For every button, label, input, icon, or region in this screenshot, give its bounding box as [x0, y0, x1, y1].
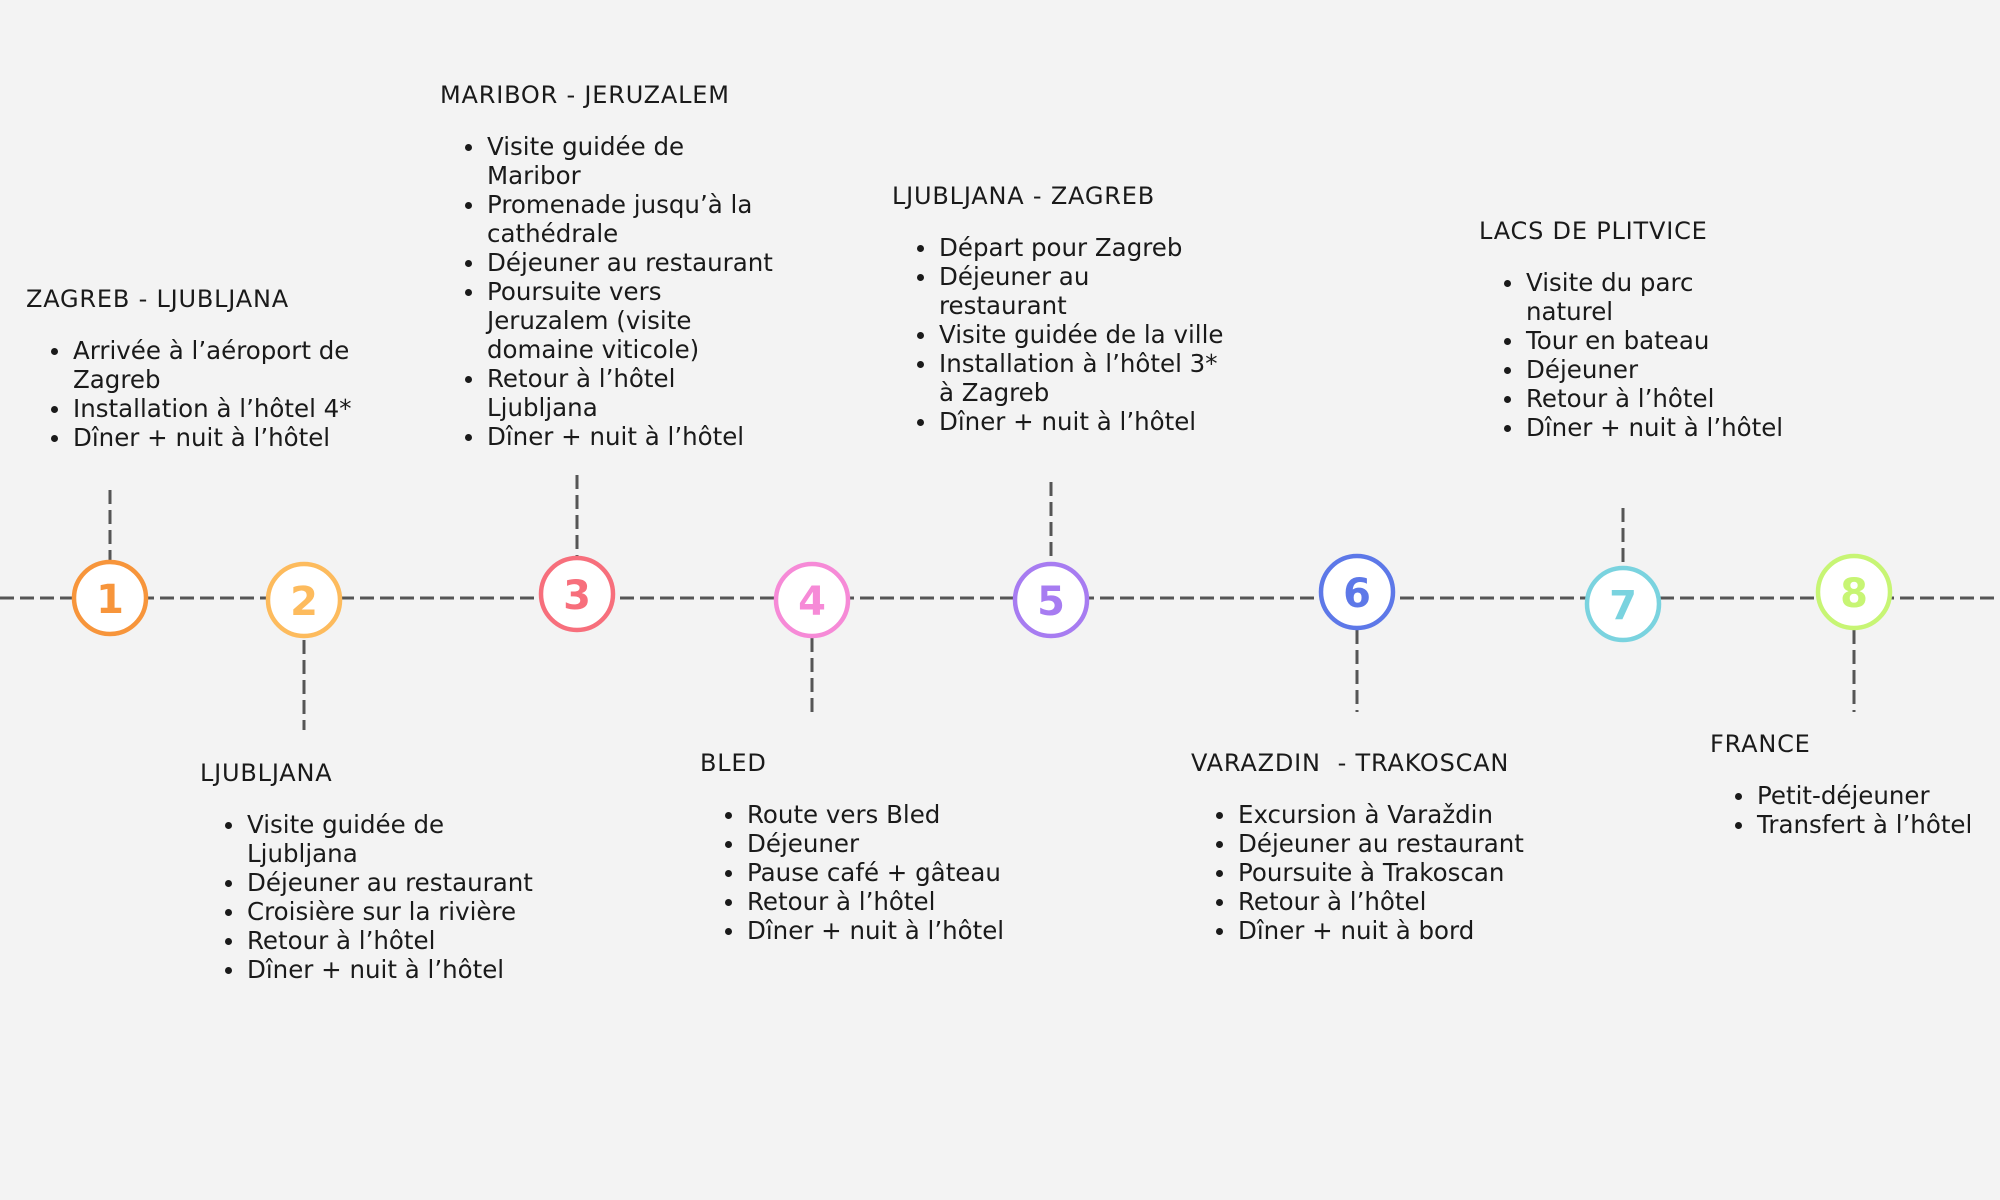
step-4-list: Route vers Bled Déjeuner Pause café + gâ…: [700, 800, 1080, 945]
step-3-number: 3: [563, 573, 591, 619]
list-item: Déjeuner au restaurant: [225, 868, 580, 897]
step-3-block: MARIBOR - JERUZALEM Visite guidée de Mar…: [440, 80, 820, 451]
list-item: Pause café + gâteau: [725, 858, 1080, 887]
step-2-circle: [265, 561, 343, 639]
step-markers: 1 2 3 4 5 6 7 8: [71, 553, 1893, 643]
step-2-marker: 2: [265, 561, 343, 639]
list-item: Dîner + nuit à l’hôtel: [225, 955, 580, 984]
step-1-list: Arrivée à l’aéroport de Zagreb Installat…: [26, 336, 406, 452]
step-7-number: 7: [1609, 583, 1637, 629]
step-4-block: BLED Route vers Bled Déjeuner Pause café…: [700, 748, 1080, 945]
step-3-list: Visite guidée de Maribor Promenade jusqu…: [440, 132, 820, 451]
list-item: Retour à l’hôtel: [225, 926, 580, 955]
step-4-number: 4: [798, 579, 826, 625]
list-item: Retour à l’hôtel: [1216, 887, 1571, 916]
list-item: Dîner + nuit à l’hôtel: [917, 407, 1272, 436]
list-item: Installation à l’hôtel 4*: [51, 394, 406, 423]
list-item: Dîner + nuit à l’hôtel: [51, 423, 406, 452]
step-6-marker: 6: [1318, 553, 1396, 631]
list-item: Dîner + nuit à l’hôtel: [725, 916, 1080, 945]
list-item: Déjeuner au restaurant: [917, 262, 1109, 320]
list-item: Poursuite à Trakoscan: [1216, 858, 1571, 887]
list-item: Visite du parc naturel: [1504, 268, 1696, 326]
step-2-list: Visite guidée de Ljubljana Déjeuner au r…: [200, 810, 580, 984]
step-2-number: 2: [290, 579, 318, 625]
connectors: [108, 475, 1856, 730]
step-4-title: BLED: [700, 749, 767, 777]
step-8-block: FRANCE Petit-déjeuner Transfert à l’hôte…: [1710, 729, 2000, 839]
step-7-block: LACS DE PLITVICE Visite du parc naturel …: [1479, 216, 1859, 442]
list-item: Dîner + nuit à bord: [1216, 916, 1571, 945]
step-2-title: LJUBLJANA: [200, 759, 333, 787]
step-6-number: 6: [1343, 571, 1371, 617]
step-5-title: LJUBLJANA - ZAGREB: [892, 182, 1155, 210]
list-item: Arrivée à l’aéroport de Zagreb: [51, 336, 353, 394]
list-item: Tour en bateau: [1504, 326, 1859, 355]
list-item: Poursuite vers Jeruzalem (visite domaine…: [465, 277, 712, 364]
step-5-block: LJUBLJANA - ZAGREB Départ pour Zagreb Dé…: [892, 181, 1272, 436]
list-item: Promenade jusqu’à la cathédrale: [465, 190, 767, 248]
step-6-block: VARAZDIN - TRAKOSCAN Excursion à Varaždi…: [1191, 748, 1571, 945]
list-item: Déjeuner: [1504, 355, 1859, 384]
step-1-title: ZAGREB - LJUBLJANA: [26, 285, 289, 313]
list-item: Déjeuner au restaurant: [1216, 829, 1571, 858]
step-1-block: ZAGREB - LJUBLJANA Arrivée à l’aéroport …: [26, 284, 406, 452]
step-5-circle: [1012, 561, 1090, 639]
list-item: Retour à l’hôtel Ljubljana: [465, 364, 697, 422]
step-8-number: 8: [1840, 571, 1868, 617]
step-8-title: FRANCE: [1710, 730, 1811, 758]
list-item: Dîner + nuit à l’hôtel: [1504, 413, 1859, 442]
step-8-circle: [1815, 553, 1893, 631]
step-1-marker: 1: [71, 559, 149, 637]
list-item: Croisière sur la rivière: [225, 897, 580, 926]
list-item: Dîner + nuit à l’hôtel: [465, 422, 820, 451]
step-7-circle: [1584, 565, 1662, 643]
step-5-marker: 5: [1012, 561, 1090, 639]
list-item: Déjeuner au restaurant: [465, 248, 820, 277]
list-item: Départ pour Zagreb: [917, 233, 1272, 262]
list-item: Déjeuner: [725, 829, 1080, 858]
list-item: Visite guidée de Ljubljana: [225, 810, 462, 868]
list-item: Installation à l’hôtel 3* à Zagreb: [917, 349, 1218, 407]
step-6-list: Excursion à Varaždin Déjeuner au restaur…: [1191, 800, 1571, 945]
list-item: Visite guidée de Maribor: [465, 132, 697, 190]
step-2-block: LJUBLJANA Visite guidée de Ljubljana Déj…: [200, 758, 580, 984]
step-8-marker: 8: [1815, 553, 1893, 631]
step-7-list: Visite du parc naturel Tour en bateau Dé…: [1479, 268, 1859, 442]
step-3-marker: 3: [538, 555, 616, 633]
step-7-title: LACS DE PLITVICE: [1479, 217, 1708, 245]
list-item: Visite guidée de la ville: [917, 320, 1272, 349]
step-6-title: VARAZDIN - TRAKOSCAN: [1191, 749, 1510, 777]
step-5-number: 5: [1037, 579, 1065, 625]
list-item: Excursion à Varaždin: [1216, 800, 1571, 829]
step-5-list: Départ pour Zagreb Déjeuner au restauran…: [892, 233, 1272, 436]
list-item: Transfert à l’hôtel: [1735, 810, 2000, 839]
step-3-title: MARIBOR - JERUZALEM: [440, 81, 730, 109]
step-4-marker: 4: [773, 561, 851, 639]
step-6-circle: [1318, 553, 1396, 631]
step-7-marker: 7: [1584, 565, 1662, 643]
step-8-list: Petit-déjeuner Transfert à l’hôtel: [1710, 781, 2000, 839]
step-1-number: 1: [96, 577, 124, 623]
list-item: Petit-déjeuner: [1735, 781, 2000, 810]
step-3-circle: [538, 555, 616, 633]
list-item: Retour à l’hôtel: [1504, 384, 1859, 413]
list-item: Retour à l’hôtel: [725, 887, 1080, 916]
list-item: Route vers Bled: [725, 800, 1080, 829]
step-1-circle: [71, 559, 149, 637]
step-4-circle: [773, 561, 851, 639]
